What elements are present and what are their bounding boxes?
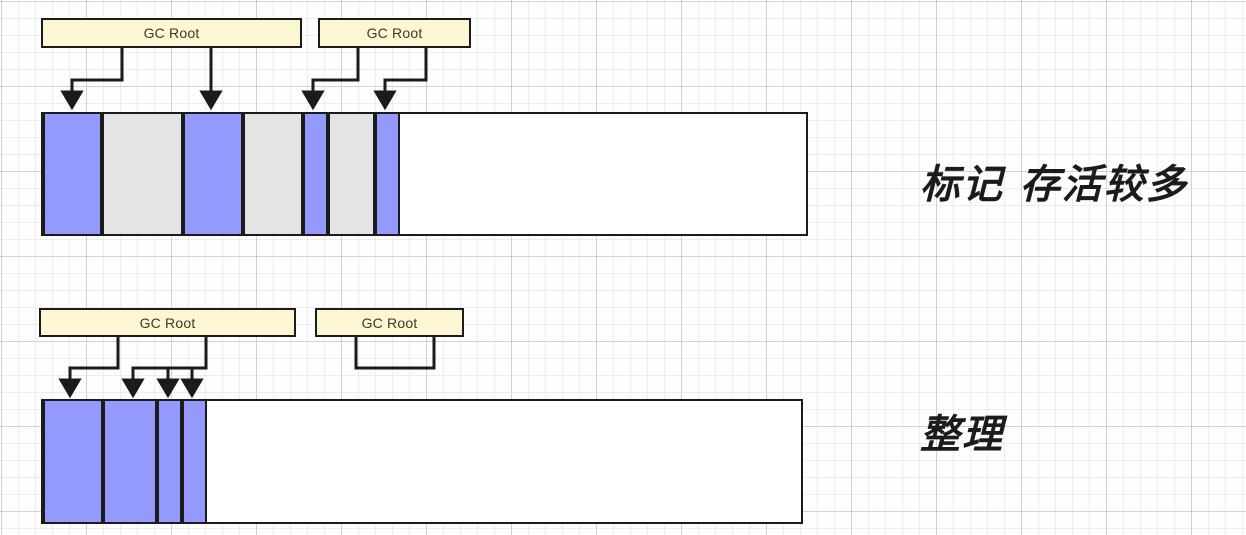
gc-root-box-compact-2[interactable]: GC Root [315, 308, 464, 337]
heap-segment-dead [328, 114, 375, 234]
arrow-compact-1 [58, 337, 120, 399]
gc-root-box-mark-2[interactable]: GC Root [318, 18, 471, 48]
arrow-compact-4 [180, 366, 206, 399]
phase-label-compact: 整理 [920, 412, 1004, 458]
gc-root-label: GC Root [361, 314, 418, 331]
heap-segment-live [43, 401, 103, 522]
heap-segment-dead [243, 114, 303, 234]
heap-segment-live [43, 114, 102, 234]
gc-root-box-mark-1[interactable]: GC Root [41, 18, 302, 48]
arrow-mark-4 [373, 48, 428, 111]
gc-root-label: GC Root [143, 25, 200, 41]
gc-root-box-compact-1[interactable]: GC Root [39, 308, 296, 337]
arrow-mark-1 [60, 48, 124, 111]
heap-segment-live [375, 114, 400, 234]
heap-segment-dead [102, 114, 183, 234]
heap-segment-live [183, 114, 243, 234]
connector-compact-right [354, 337, 436, 370]
arrow-compact-3 [156, 366, 206, 399]
phase-label-mark: 标记 存活较多 [920, 162, 1188, 208]
gc-root-label: GC Root [139, 314, 196, 331]
heap-segment-live [157, 401, 182, 522]
heap-segment-live [103, 401, 157, 522]
heap-segment-live [303, 114, 328, 234]
arrow-mark-3 [301, 48, 360, 111]
heap-bar-mark [41, 112, 808, 236]
heap-segment-live [182, 401, 207, 522]
heap-bar-compact [41, 399, 803, 524]
gc-root-label: GC Root [366, 25, 423, 41]
